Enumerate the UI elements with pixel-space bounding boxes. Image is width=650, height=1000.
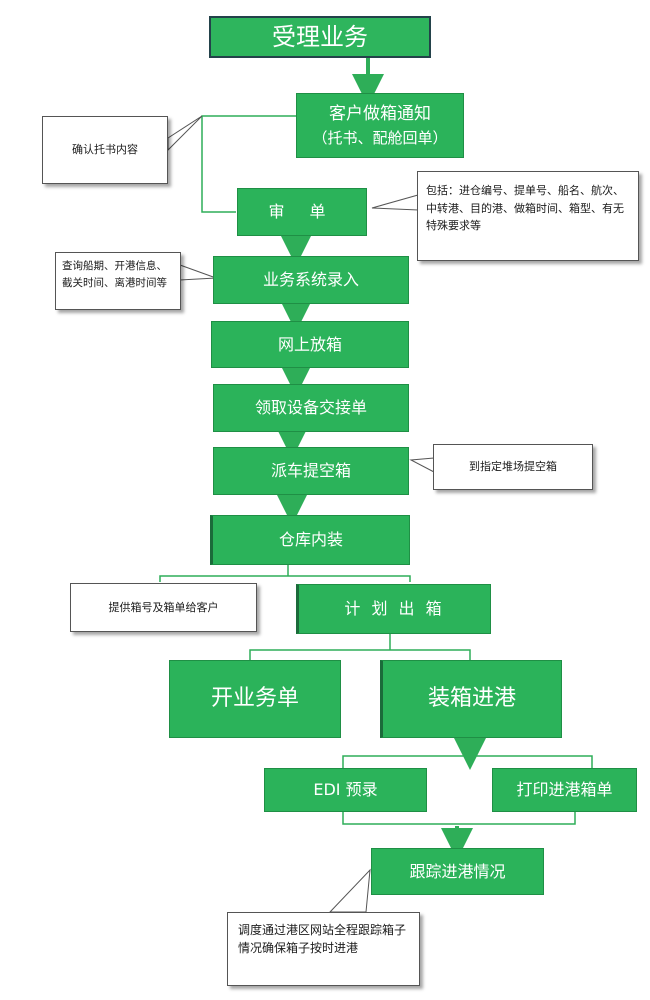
note-review-includes-text: 包括：进仓编号、提单号、船名、航次、中转港、目的港、做箱时间、箱型、有无特殊要求… (426, 184, 624, 233)
callout-pointer-review (371, 194, 419, 211)
note-designated-yard-text: 到指定堆场提空箱 (469, 460, 557, 474)
node-review: 审 单 (237, 188, 367, 236)
node-track: 跟踪进港情况 (371, 848, 544, 895)
node-edi: EDI 预录 (264, 768, 427, 812)
branch-plan (249, 649, 471, 660)
note-provide-container-text: 提供箱号及箱单给客户 (108, 600, 219, 614)
note-confirm-booking-text: 确认托书内容 (72, 143, 138, 157)
note-track-detail: 调度通过港区网站全程跟踪箱子情况确保箱子按时进港 (227, 912, 420, 986)
node-warehouse-packing: 仓库内装 (210, 515, 410, 565)
callout-pointer-yard (409, 457, 435, 473)
merge-edi-print (342, 812, 576, 825)
branch-packing (342, 755, 593, 768)
node-warehouse-packing-label: 仓库内装 (278, 530, 343, 549)
branch-warehouse (159, 575, 411, 582)
note-track-detail-text: 调度通过港区网站全程跟踪箱子情况确保箱子按时进港 (238, 923, 407, 955)
callout-pointer-track (328, 868, 371, 913)
node-dispatch-truck: 派车提空箱 (213, 447, 409, 495)
node-online-release-label: 网上放箱 (277, 334, 342, 354)
node-dispatch-truck-label: 派车提空箱 (270, 461, 351, 480)
note-designated-yard: 到指定堆场提空箱 (433, 444, 593, 490)
node-packing-in-port-label: 装箱进港 (427, 686, 516, 712)
node-customer-notice-line2: （托书、配舱回单） (312, 128, 448, 147)
node-review-label: 审 单 (268, 202, 336, 221)
node-print-in-port: 打印进港箱单 (492, 768, 637, 812)
node-print-in-port-label: 打印进港箱单 (516, 780, 613, 799)
node-edi-label: EDI 预录 (313, 780, 378, 799)
node-online-release: 网上放箱 (211, 321, 409, 368)
node-system-entry-label: 业务系统录入 (262, 270, 359, 289)
note-review-includes: 包括：进仓编号、提单号、船名、航次、中转港、目的港、做箱时间、箱型、有无特殊要求… (417, 171, 639, 261)
node-equipment-receipt: 领取设备交接单 (213, 384, 409, 432)
node-system-entry: 业务系统录入 (213, 256, 409, 304)
node-customer-notice-line1: 客户做箱通知 (329, 103, 431, 124)
node-equipment-receipt-label: 领取设备交接单 (254, 398, 367, 417)
callout-pointer-confirm (167, 115, 203, 152)
node-open-order: 开业务单 (169, 660, 341, 738)
node-open-order-label: 开业务单 (210, 686, 299, 712)
node-plan-out-label: 计 划 出 箱 (344, 599, 445, 618)
node-packing-in-port: 装箱进港 (380, 660, 562, 738)
node-track-label: 跟踪进港情况 (409, 861, 506, 881)
note-provide-container: 提供箱号及箱单给客户 (70, 583, 257, 632)
note-query-ship-text: 查询船期、开港信息、截关时间、离港时间等 (62, 260, 167, 289)
node-accept-business-label: 受理业务 (272, 23, 368, 51)
note-confirm-booking: 确认托书内容 (42, 116, 168, 184)
node-customer-notice: 客户做箱通知 （托书、配舱回单） (296, 93, 464, 158)
callout-pointer-query (179, 264, 217, 281)
loop-connector (201, 115, 296, 213)
node-plan-out: 计 划 出 箱 (296, 584, 491, 634)
node-accept-business: 受理业务 (209, 16, 431, 58)
note-query-ship: 查询船期、开港信息、截关时间、离港时间等 (55, 252, 181, 310)
